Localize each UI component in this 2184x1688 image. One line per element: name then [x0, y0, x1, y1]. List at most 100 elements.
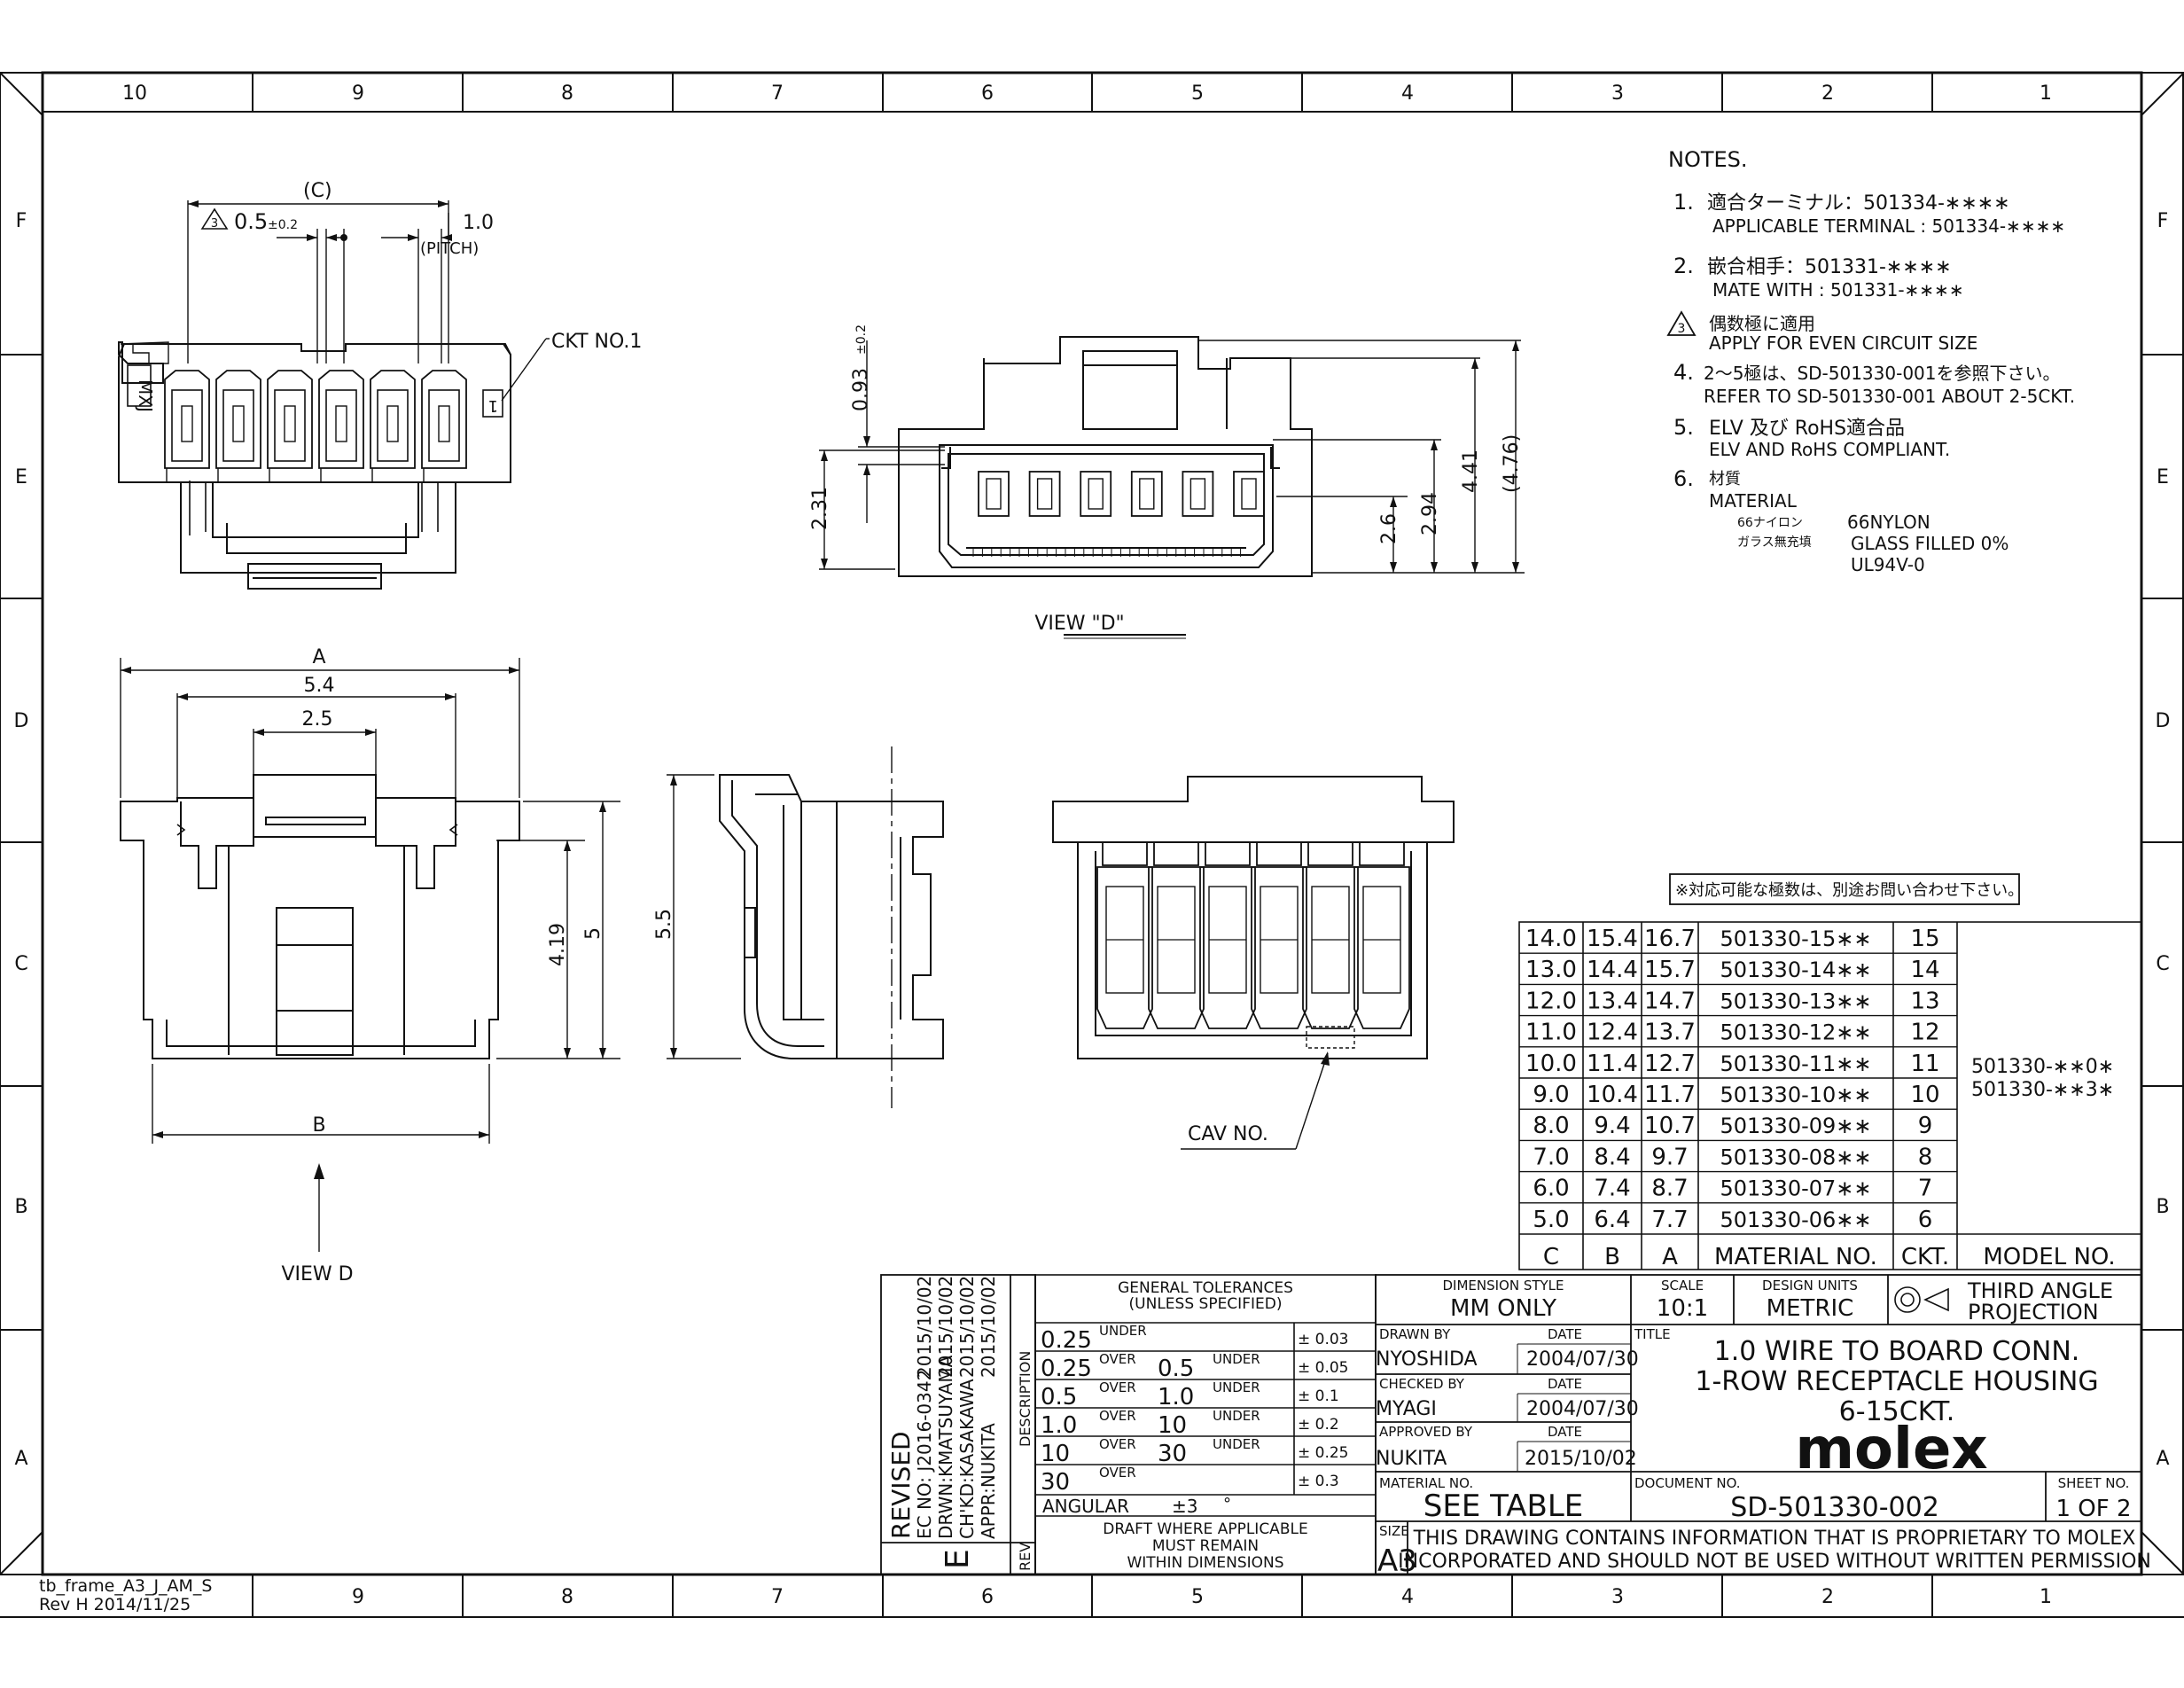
dim-4-76: (4.76) [1501, 434, 1523, 493]
size-cell-c: 10.0 [1525, 1051, 1577, 1077]
molex-logo: molex [1795, 1417, 1987, 1482]
size-cell-b: 10.4 [1587, 1082, 1638, 1108]
col-label: 2 [1821, 1586, 1834, 1608]
dimension-style: MM ONLY [1450, 1295, 1556, 1322]
size-cell-ckt: 8 [1918, 1144, 1933, 1170]
size-cell-c: 5.0 [1533, 1207, 1569, 1233]
col-label: 4 [1401, 1586, 1414, 1608]
model-no-2: 501330-∗∗3∗ [1971, 1079, 2114, 1101]
top-cavity [267, 370, 313, 482]
size-cell-c: 13.0 [1525, 957, 1577, 983]
tol-value-1: 0.25 [1041, 1327, 1092, 1354]
col-label: 3 [1611, 82, 1624, 105]
rear-slot [1353, 841, 1410, 1029]
size-cell-b: 12.4 [1587, 1020, 1638, 1046]
note-6-number: 6. [1673, 466, 1694, 491]
row-label: F [2157, 210, 2169, 232]
checked-date: 2004/07/30 [1526, 1398, 1639, 1420]
scale-label: SCALE [1661, 1278, 1704, 1293]
col-label: 6 [981, 82, 994, 105]
top-cavity [215, 370, 261, 482]
tol-value: ± 0.3 [1298, 1473, 1339, 1490]
size-cell-ckt: 6 [1918, 1207, 1933, 1233]
top-cavity [370, 370, 416, 482]
row-label: D [2156, 710, 2171, 732]
dim-0-5: 0.5 [234, 209, 268, 234]
col-label: 6 [981, 1586, 994, 1608]
revised-label: REVISED [886, 1431, 916, 1539]
size-cell-b: 9.4 [1594, 1113, 1630, 1139]
size-cell-a: 13.7 [1644, 1020, 1696, 1046]
size-cell-b: 13.4 [1587, 988, 1638, 1014]
header-a: A [1662, 1244, 1678, 1270]
view-d-cavity [978, 471, 1010, 517]
dim-0-5-tolerance: ±0.2 [268, 218, 298, 232]
row-label: C [2156, 953, 2169, 975]
side-view: 5.5 [653, 746, 944, 1108]
row-label: B [14, 1196, 27, 1218]
cav-no-label: CAV NO. [1188, 1123, 1268, 1145]
note-6c-en: UL94V-0 [1851, 554, 1925, 575]
rear-slot [1096, 841, 1153, 1029]
size-cell-a: 8.7 [1651, 1176, 1688, 1202]
sheet-no: 1 OF 2 [2055, 1496, 2131, 1522]
view-d-label: VIEW "D" [1034, 613, 1124, 635]
col-label: 3 [1611, 1586, 1624, 1608]
tol-value-2: 30 [1158, 1441, 1187, 1467]
description-label: DESCRIPTION [1017, 1351, 1034, 1447]
rear-view-slots [1096, 841, 1410, 1029]
top-cavity [164, 370, 210, 482]
size-cell-material: 501330-09∗∗ [1720, 1114, 1871, 1138]
header-ckt: CKT. [1901, 1244, 1949, 1270]
view-d-cavity [1080, 471, 1112, 517]
draft-line-3: WITHIN DIMENSIONS [1127, 1554, 1283, 1572]
tol-value: ± 0.25 [1298, 1444, 1349, 1462]
note-4-en: REFER TO SD-501330-001 ABOUT 2-5CKT. [1704, 386, 2075, 407]
col-label: 5 [1191, 82, 1204, 105]
dim-2-94: 2.94 [1419, 492, 1441, 535]
size-cell-c: 9.0 [1533, 1082, 1569, 1108]
tol-word-1: UNDER [1099, 1323, 1147, 1339]
frame-id: tb_frame_A3_J_AM_S [39, 1576, 213, 1596]
checked-by-rev: CH'KD:KASAKAWA [956, 1379, 978, 1539]
material-no: SEE TABLE [1424, 1489, 1584, 1524]
header-material-no: MATERIAL NO. [1714, 1244, 1877, 1270]
tolerance-block: GENERAL TOLERANCES (UNLESS SPECIFIED) 0.… [1034, 1274, 1377, 1575]
size-cell-a: 11.7 [1644, 1082, 1696, 1108]
size-cell-ckt: 7 [1918, 1176, 1933, 1202]
size-cell-ckt: 13 [1910, 988, 1939, 1014]
size-cell-material: 501330-13∗∗ [1720, 989, 1871, 1013]
col-label: 2 [1821, 82, 1834, 105]
dim-0-93-tolerance: ±0.2 [854, 324, 869, 355]
row-label: A [2156, 1448, 2169, 1470]
model-no-1: 501330-∗∗0∗ [1971, 1056, 2114, 1078]
row-label: C [14, 953, 27, 975]
notes-block: NOTES. 1. 適合ターミナル：501334-∗∗∗∗ APPLICABLE… [1666, 147, 2075, 575]
tolerance-triangle-icon [200, 207, 229, 230]
dim-5-4: 5.4 [304, 675, 335, 697]
size-cell-b: 6.4 [1594, 1207, 1630, 1233]
approved-by: NUKITA [1376, 1448, 1447, 1470]
size-cell-material: 501330-10∗∗ [1720, 1082, 1871, 1107]
col-label: 8 [561, 1586, 573, 1608]
header-c: C [1543, 1244, 1559, 1270]
size-cell-b: 7.4 [1594, 1176, 1630, 1202]
rear-slot [1251, 841, 1307, 1029]
view-d-arrow-label: VIEW D [281, 1263, 353, 1286]
tol-word-2: UNDER [1213, 1436, 1260, 1452]
row-label: F [16, 210, 27, 232]
dim-a: A [312, 646, 325, 668]
column-labels-top: 10 9 8 7 6 5 4 3 2 1 [122, 82, 2052, 105]
note-2-en: MATE WITH : 501331-∗∗∗∗ [1712, 279, 1964, 301]
approved-by-rev: APPR:NUKITA [978, 1423, 999, 1539]
header-model-no: MODEL NO. [1983, 1244, 2115, 1270]
